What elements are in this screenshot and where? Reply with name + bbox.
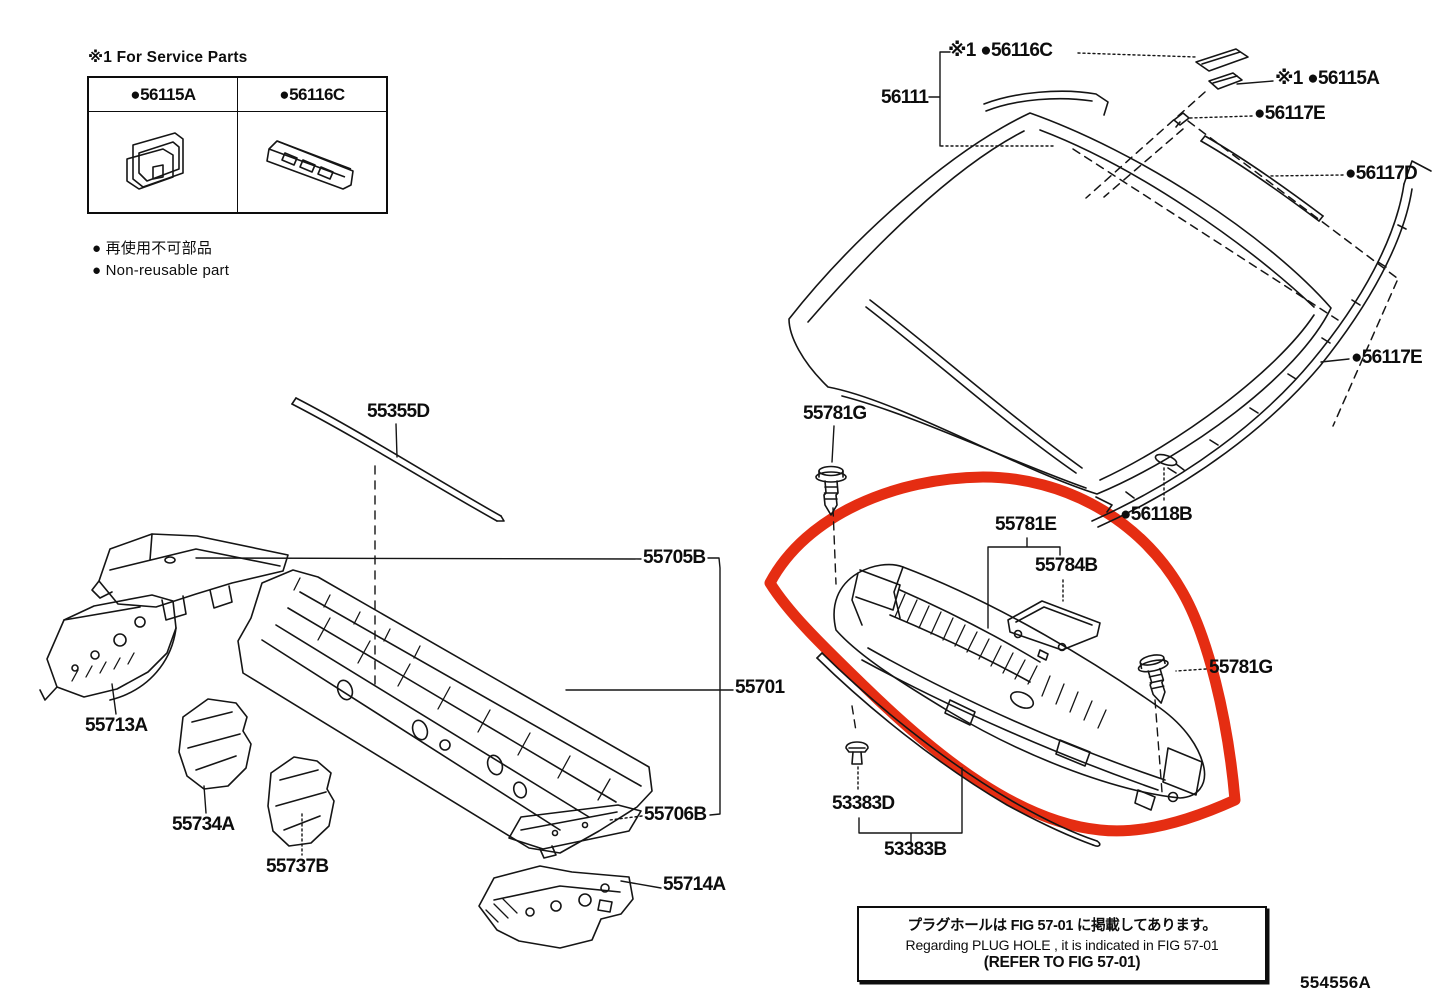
legend-non-reusable-en: ● Non-reusable part: [92, 262, 230, 279]
part-label-55784B[interactable]: 55784B: [1035, 555, 1098, 576]
molding-56117e-side-drawing: [1091, 160, 1432, 528]
note-line-refer: (REFER TO FIG 57-01): [983, 954, 1141, 971]
leader-lines: [111, 51, 1350, 889]
reinforcement-55706b-drawing: [508, 804, 642, 859]
part-label-55355D[interactable]: 55355D: [367, 401, 430, 422]
part-label-55781G-left[interactable]: 55781G: [803, 403, 867, 424]
construction-dashed-lines: [1072, 91, 1398, 427]
part-label-55781E[interactable]: 55781E: [995, 514, 1057, 535]
part-label-53383D[interactable]: 53383D: [832, 793, 895, 814]
part-label-56117E-side[interactable]: ●56117E: [1351, 347, 1423, 368]
glass-stopper-56118b-drawing: [1154, 453, 1185, 471]
part-label-56115A[interactable]: ※1 ●56115A: [1275, 68, 1380, 89]
part-label-56111[interactable]: 56111: [881, 87, 929, 108]
reference-note-box: プラグホールは FIG 57-01 に掲載してあります。 Regarding P…: [857, 906, 1267, 982]
apron-55713a-drawing: [39, 594, 177, 701]
part-label-55706B[interactable]: 55706B: [644, 804, 707, 825]
cowl-side-55714a-drawing: [478, 865, 634, 949]
part-label-56118B[interactable]: ●56118B: [1120, 504, 1193, 525]
part-label-55705B[interactable]: 55705B: [643, 547, 706, 568]
screw-55781g-right-drawing: [1135, 651, 1177, 707]
glass-spacer-56116c-drawing: [1195, 48, 1249, 72]
glass-spacer-56115a-drawing: [1208, 72, 1243, 90]
dash-panel-55701-drawing: [237, 569, 653, 854]
molding-clip-56117e-drawing: [1173, 112, 1190, 128]
part-label-56117E-upper[interactable]: ●56117E: [1254, 103, 1326, 124]
service-part-header-56115a[interactable]: ●56115A: [87, 76, 238, 112]
spacer-plate-icon: [266, 139, 354, 190]
service-part-cell-56115a: [87, 111, 238, 214]
clip-53383d-drawing: [845, 741, 869, 765]
service-part-header-56116c[interactable]: ●56116C: [237, 76, 388, 112]
part-label-55713A[interactable]: 55713A: [85, 715, 148, 736]
part-label-53383B[interactable]: 53383B: [884, 839, 947, 860]
part-label-56117D[interactable]: ●56117D: [1345, 163, 1418, 184]
part-label-55714A[interactable]: 55714A: [663, 874, 726, 895]
highlight-ellipse: [764, 471, 1241, 837]
legend-non-reusable-jp: ● 再使用不可部品: [92, 240, 213, 257]
cowl-louver-drawing: [833, 563, 1206, 811]
note-line-jp: プラグホールは FIG 57-01 に掲載してあります。: [907, 918, 1217, 934]
part-label-55781G-right[interactable]: 55781G: [1209, 657, 1273, 678]
insulator-55737b-drawing: [267, 756, 335, 847]
hood-seal-53383b-drawing: [816, 652, 1101, 847]
part-label-55701[interactable]: 55701: [735, 677, 785, 698]
part-label-55737B[interactable]: 55737B: [266, 856, 329, 877]
stopper-block-icon: [126, 131, 184, 190]
louver-cover-55784b-drawing: [1007, 600, 1101, 661]
service-part-cell-56116c: [237, 111, 388, 214]
part-label-56116C[interactable]: ※1 ●56116C: [948, 40, 1053, 61]
windshield-glass-drawing: [788, 90, 1332, 513]
cowl-top-side-55705b-drawing: [91, 533, 289, 621]
part-label-55734A[interactable]: 55734A: [172, 814, 235, 835]
figure-code: 554556A: [1300, 973, 1372, 992]
service-parts-title: ※1 For Service Parts: [88, 49, 248, 66]
service-parts-table: ●56115A ●56116C: [87, 76, 388, 214]
retainer-55355d-drawing: [291, 397, 505, 522]
note-line-en: Regarding PLUG HOLE , it is indicated in…: [905, 937, 1219, 953]
molding-56117d-drawing: [1200, 135, 1324, 222]
insulator-55734a-drawing: [178, 698, 252, 790]
